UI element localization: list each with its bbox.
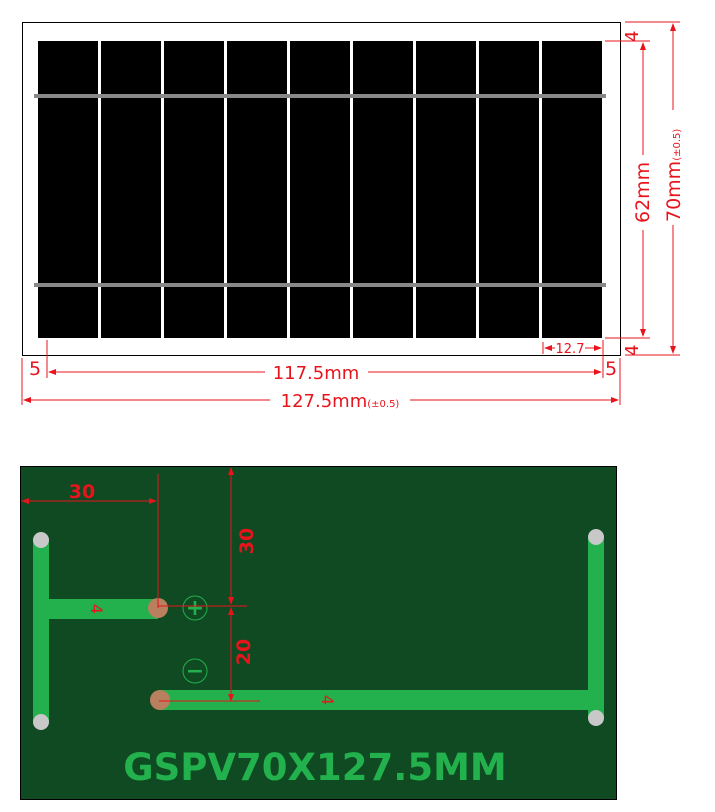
dim-panel-height: 70mm(±0.5) <box>663 129 685 222</box>
solar-cell <box>479 41 539 338</box>
dim-right-margin: 5 <box>605 358 617 380</box>
dim-cell-height: 62mm <box>632 162 654 223</box>
plus-icon <box>182 595 208 621</box>
negative-pad <box>150 690 170 710</box>
pcb-board <box>20 466 617 800</box>
dim-trace-width-top: 4 <box>87 604 106 614</box>
dim-trace-width-bottom: 4 <box>318 695 337 705</box>
height-tolerance: (±0.5) <box>672 129 683 161</box>
trace-right-vertical <box>588 537 604 718</box>
solar-cell <box>38 41 98 338</box>
solder-point <box>33 714 49 730</box>
pcb-back: + − GSPV70X127.5MM <box>20 466 617 800</box>
solar-panel <box>22 22 621 356</box>
dim-cell-span: 117.5mm <box>273 363 360 384</box>
busbar-top <box>34 94 606 98</box>
minus-icon <box>182 658 208 684</box>
model-label: GSPV70X127.5MM <box>123 746 506 789</box>
solder-point <box>588 529 604 545</box>
dim-panel-width: 127.5mm(±0.5) <box>281 391 400 412</box>
width-tolerance: (±0.5) <box>367 399 399 410</box>
dim-top-margin: 4 <box>622 31 643 42</box>
solar-cell <box>227 41 287 338</box>
plus-symbol: + <box>186 596 204 621</box>
solar-cell <box>164 41 224 338</box>
solar-cell <box>353 41 413 338</box>
trace-negative <box>158 690 596 710</box>
solar-cell <box>101 41 161 338</box>
solar-cell <box>290 41 350 338</box>
dim-bottom-margin: 4 <box>622 345 643 356</box>
busbar-bottom <box>34 283 606 287</box>
dim-pad-spacing: 20 <box>233 639 255 665</box>
solder-point <box>588 710 604 726</box>
dim-x-offset: 30 <box>69 481 95 503</box>
dim-y-offset: 30 <box>236 528 258 554</box>
solar-cell <box>416 41 476 338</box>
pcb-dimensions <box>21 467 260 702</box>
dim-left-margin: 5 <box>29 358 41 380</box>
minus-symbol: − <box>186 659 204 684</box>
trace-left-vertical <box>33 540 49 722</box>
solar-cell <box>542 41 602 338</box>
trace-positive <box>41 599 158 619</box>
dim-cell-width: 12.7 <box>556 342 585 357</box>
panel-dimensions <box>21 21 680 405</box>
solder-point <box>33 532 49 548</box>
traces <box>33 537 604 722</box>
